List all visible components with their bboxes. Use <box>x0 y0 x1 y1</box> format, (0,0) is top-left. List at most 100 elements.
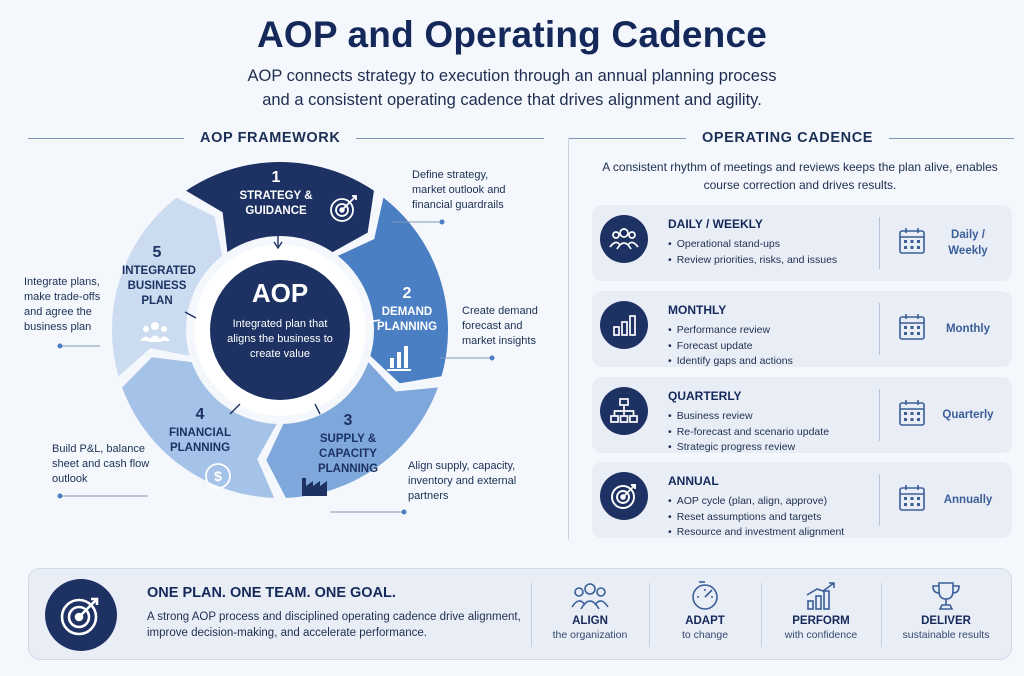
arrow-4 <box>229 403 241 415</box>
segment-4-label: 4 FINANCIAL PLANNING <box>169 406 231 454</box>
cadence-item: Review priorities, risks, and issues <box>668 253 837 269</box>
pillar-adapt: ADAPT to change <box>649 581 761 641</box>
cadence-heading-row: OPERATING CADENCE <box>568 128 1014 148</box>
cadence-item: Resource and investment alignment <box>668 525 845 541</box>
cadence-card-title: ANNUAL <box>668 474 719 488</box>
cadence-item: Identify gaps and actions <box>668 354 793 370</box>
segment-2-label: 2 DEMAND PLANNING <box>376 285 438 333</box>
org-chart-icon <box>600 387 648 435</box>
cadence-card-list: Business reviewRe-forecast and scenario … <box>668 409 829 456</box>
cycle-segment-2 <box>337 197 448 384</box>
arrow-3 <box>314 403 321 415</box>
cadence-card-title: QUARTERLY <box>668 389 742 403</box>
cycle-segments <box>112 162 448 498</box>
people-icon <box>600 215 648 263</box>
subtitle-line-1: AOP connects strategy to execution throu… <box>247 67 777 85</box>
cadence-item: Business review <box>668 409 829 425</box>
target-icon <box>600 472 648 520</box>
framework-heading: AOP FRAMEWORK <box>200 130 341 146</box>
cadence-item: Strategic progress review <box>668 440 829 456</box>
callout-integrated: Integrate plans, make trade-offs and agr… <box>24 276 101 333</box>
callout-dot <box>401 509 407 515</box>
factory-icon <box>302 478 327 496</box>
banner-heading: ONE PLAN. ONE TEAM. ONE GOAL. <box>147 585 396 601</box>
heading-rule <box>568 137 686 139</box>
bar-chart-icon <box>387 346 411 371</box>
cycle-segment-3 <box>266 362 438 498</box>
banner-divider <box>531 583 532 647</box>
dollar-icon: $ <box>205 463 231 489</box>
cadence-card-divider <box>879 303 880 355</box>
segment-3-label: 3 SUPPLY & CAPACITY PLANNING <box>317 412 379 475</box>
cadence-card-annual: ANNUALAOP cycle (plan, align, approve)Re… <box>592 462 1012 538</box>
target-icon <box>45 579 117 651</box>
callout-dot <box>57 343 63 349</box>
trophy-icon <box>932 582 960 610</box>
cadence-card-title: DAILY / WEEKLY <box>668 217 763 231</box>
cadence-item: Performance review <box>668 323 793 339</box>
page-title: AOP and Operating Cadence <box>256 14 768 55</box>
bar-chart-icon <box>600 301 648 349</box>
cycle-segment-4 <box>122 357 277 498</box>
arrow-5 <box>184 311 197 319</box>
callout-dot <box>489 355 495 361</box>
callout-connectors <box>57 219 495 515</box>
cadence-card-list: Operational stand-upsReview priorities, … <box>668 237 837 268</box>
cycle-segment-1 <box>186 162 374 253</box>
team-icon <box>140 322 170 342</box>
cadence-card-quarterly: QUARTERLY Business reviewRe-forecast and … <box>592 377 1012 453</box>
callout-financial: Build P&L, balance sheet and cash flow o… <box>52 443 150 485</box>
cadence-card-divider <box>879 389 880 441</box>
cycle-segment-5 <box>112 197 223 377</box>
calendar-icon <box>898 227 926 260</box>
pillar-perform: PERFORM with confidence <box>761 581 881 641</box>
cadence-item: Operational stand-ups <box>668 237 837 253</box>
callout-supply: Align supply, capacity, inventory and ex… <box>408 460 517 502</box>
callout-dot <box>57 493 63 499</box>
people-icon <box>571 583 609 610</box>
cadence-frequency: Monthly <box>945 323 991 335</box>
calendar-icon <box>898 399 926 432</box>
cadence-item: AOP cycle (plan, align, approve) <box>668 494 844 510</box>
gauge-icon <box>692 581 718 610</box>
arrow-1-head <box>273 241 283 250</box>
banner-divider <box>649 583 650 647</box>
banner-divider <box>761 583 762 647</box>
growth-chart-icon <box>806 582 835 610</box>
heading-rule <box>356 137 544 139</box>
aop-center-text: Integrated plan that aligns the business… <box>227 318 333 360</box>
cadence-item: Reset assumptions and targets <box>668 510 844 526</box>
cadence-frequency: Annually <box>943 494 993 506</box>
bottom-banner: ONE PLAN. ONE TEAM. ONE GOAL. A strong A… <box>28 568 1012 660</box>
aop-center-circle <box>210 260 350 400</box>
cadence-card-monthly: MONTHLYPerformance reviewForecast update… <box>592 291 1012 367</box>
callout-demand: Create demand forecast and market insigh… <box>462 305 538 347</box>
pillar-align: ALIGN the organization <box>531 581 649 641</box>
aop-center: AOP Integrated plan that aligns the busi… <box>212 278 348 362</box>
arrow-2 <box>367 319 381 323</box>
calendar-icon <box>898 484 926 517</box>
subtitle-line-2: and a consistent operating cadence that … <box>262 91 762 109</box>
heading-rule <box>28 137 184 139</box>
cadence-card-divider <box>879 474 880 526</box>
framework-heading-row: AOP FRAMEWORK <box>28 128 544 148</box>
cadence-heading: OPERATING CADENCE <box>702 130 874 146</box>
cadence-item: Forecast update <box>668 339 793 355</box>
pillar-deliver: DELIVER sustainable results <box>881 581 1011 641</box>
heading-rule <box>889 137 1014 139</box>
cadence-item: Re-forecast and scenario update <box>668 425 829 441</box>
target-icon <box>330 195 357 222</box>
cadence-frequency: Daily / Weekly <box>948 229 988 257</box>
cadence-card-list: Performance reviewForecast updateIdentif… <box>668 323 793 370</box>
inner-arrows <box>184 232 381 415</box>
callout-strategy: Define strategy, market outlook and fina… <box>412 169 506 211</box>
svg-text:$: $ <box>214 468 222 484</box>
cadence-frequency: Quarterly <box>942 409 994 421</box>
section-divider <box>568 138 569 540</box>
banner-text: A strong AOP process and disciplined ope… <box>147 611 521 639</box>
segment-5-label: 5 INTEGRATED BUSINESS PLAN <box>122 244 196 307</box>
page-subtitle: AOP connects strategy to execution throu… <box>0 64 1024 112</box>
aop-cycle-diagram: $ <box>57 162 495 515</box>
cadence-intro: A consistent rhythm of meetings and revi… <box>602 160 998 192</box>
cadence-card-daily-weekly: DAILY / WEEKLY Operational stand-upsRevie… <box>592 205 1012 281</box>
